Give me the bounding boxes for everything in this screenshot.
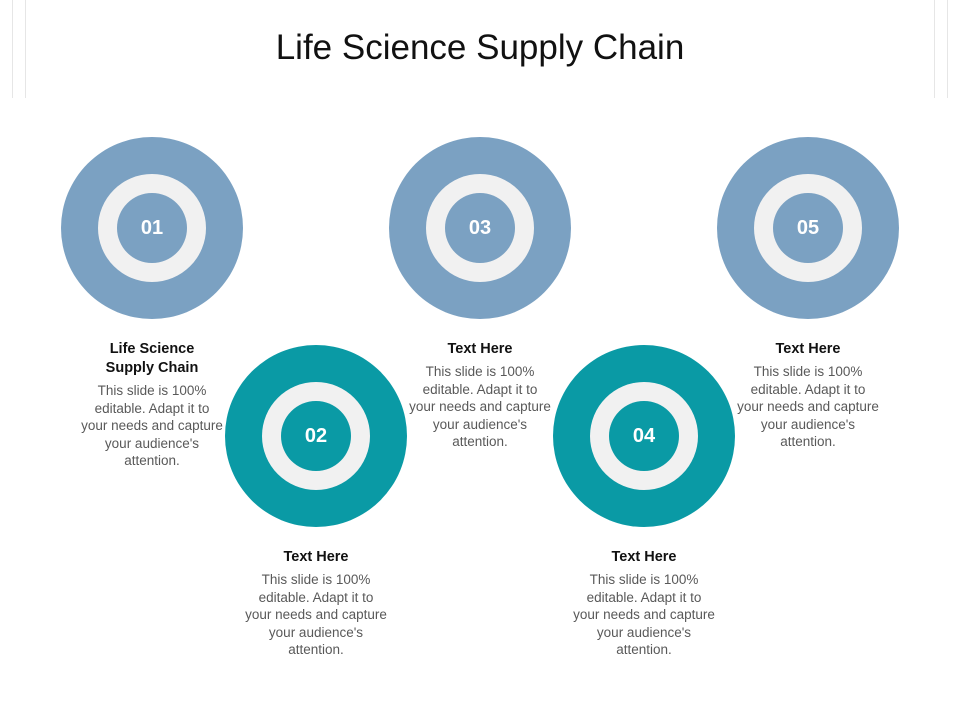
step-05-body: This slide is 100% editable. Adapt it to… <box>737 364 879 450</box>
step-02-ring: 02 <box>225 345 407 527</box>
step-04-caption: Text Here This slide is 100% editable. A… <box>569 548 719 659</box>
frame-line-left-outer <box>12 0 13 98</box>
step-02-title: Text Here <box>283 549 349 565</box>
step-01-body: This slide is 100% editable. Adapt it to… <box>81 383 223 469</box>
step-03-number: 03 <box>445 193 515 263</box>
step-01-caption: Life Science Supply Chain This slide is … <box>77 340 227 470</box>
step-03-body: This slide is 100% editable. Adapt it to… <box>409 364 551 450</box>
step-04-ring: 04 <box>553 345 735 527</box>
step-01-ring-inner: 01 <box>98 174 206 282</box>
frame-line-right-outer <box>947 0 948 98</box>
step-02-body: This slide is 100% editable. Adapt it to… <box>245 572 387 658</box>
page-title: Life Science Supply Chain <box>275 28 685 67</box>
frame-line-right-inner <box>934 0 935 98</box>
step-03-ring: 03 <box>389 137 571 319</box>
step-05-title: Text Here <box>775 341 841 357</box>
step-02-caption: Text Here This slide is 100% editable. A… <box>241 548 391 659</box>
frame-line-left-inner <box>25 0 26 98</box>
step-02-number: 02 <box>281 401 351 471</box>
step-04-title: Text Here <box>611 549 677 565</box>
step-05-caption: Text Here This slide is 100% editable. A… <box>733 340 883 451</box>
step-04-body: This slide is 100% editable. Adapt it to… <box>573 572 715 658</box>
step-05-number: 05 <box>773 193 843 263</box>
step-03-ring-inner: 03 <box>426 174 534 282</box>
step-04-ring-inner: 04 <box>590 382 698 490</box>
step-01-title: Life Science Supply Chain <box>105 341 199 376</box>
step-03-title: Text Here <box>447 341 513 357</box>
step-05-ring: 05 <box>717 137 899 319</box>
step-03-caption: Text Here This slide is 100% editable. A… <box>405 340 555 451</box>
step-01-ring: 01 <box>61 137 243 319</box>
step-01-number: 01 <box>117 193 187 263</box>
step-05-ring-inner: 05 <box>754 174 862 282</box>
step-02-ring-inner: 02 <box>262 382 370 490</box>
step-04-number: 04 <box>609 401 679 471</box>
